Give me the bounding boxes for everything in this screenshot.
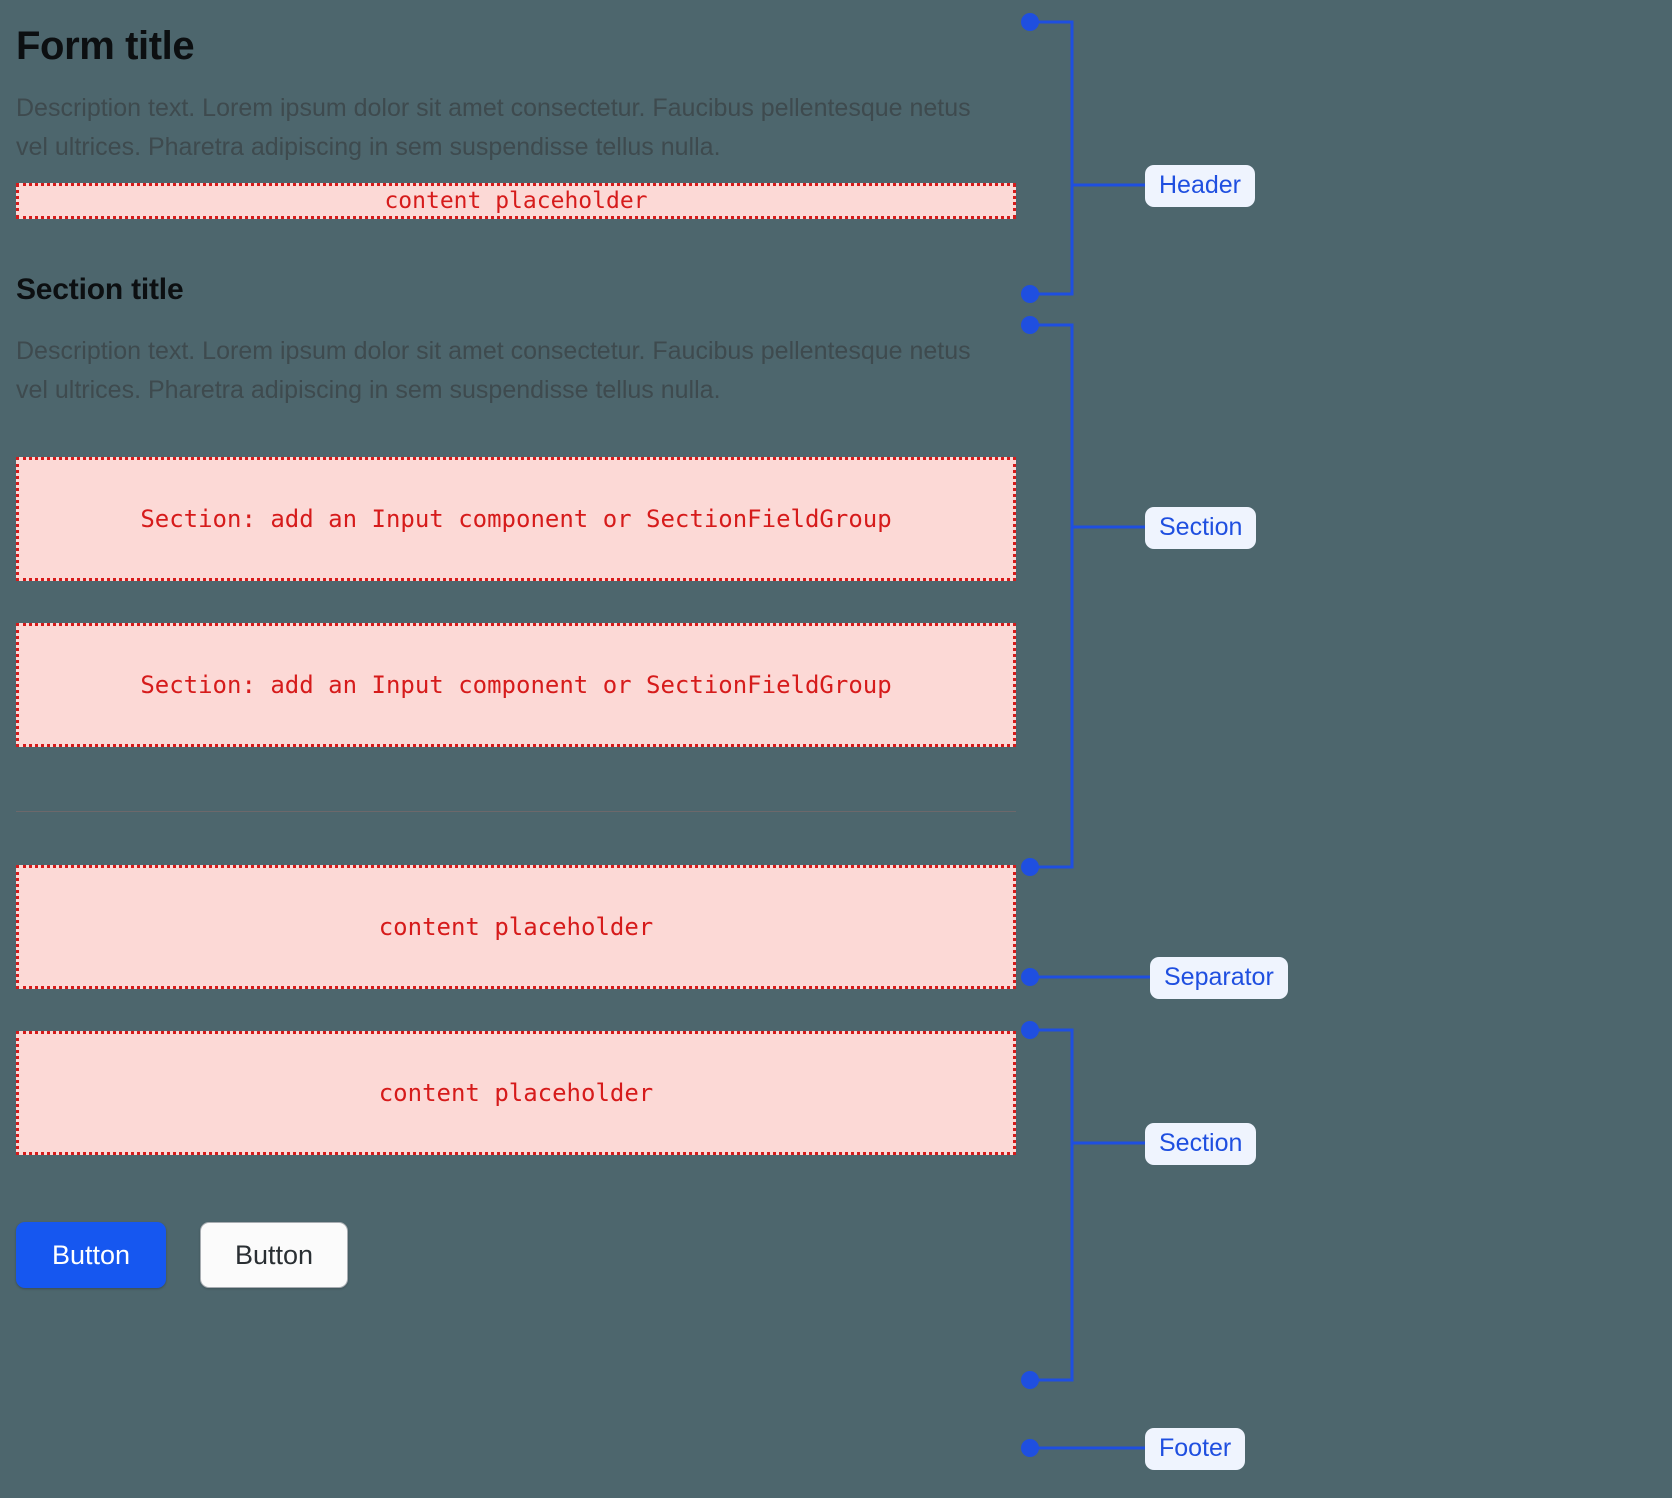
header-anchor-dot-top <box>1021 13 1039 31</box>
form-description: Description text. Lorem ipsum dolor sit … <box>16 94 971 161</box>
form-section-two: content placeholder content placeholder <box>16 865 1018 1155</box>
secondary-button[interactable]: Button <box>200 1222 348 1288</box>
form-separator <box>16 811 1016 812</box>
form-header-block: Form title Description text. Lorem ipsum… <box>16 0 1018 219</box>
annotation-badge-footer[interactable]: Footer <box>1145 1428 1246 1470</box>
section-one-field-placeholder-2: Section: add an Input component or Secti… <box>16 623 1016 747</box>
form-title: Form title <box>16 24 195 68</box>
section-one-anchor-dot-bottom <box>1021 858 1039 876</box>
annotation-badge-section-two[interactable]: Section <box>1145 1123 1257 1165</box>
header-bracket-path <box>1030 20 1074 296</box>
section-two-bracket-path <box>1030 1028 1074 1382</box>
form-section-one: Section title Description text. Lorem ip… <box>16 272 1018 747</box>
form-preview-column: Form title Description text. Lorem ipsum… <box>16 0 1018 1498</box>
section-one-anchor-dot-top <box>1021 316 1039 334</box>
separator-anchor-dot <box>1021 968 1039 986</box>
header-anchor-dot-bottom <box>1021 285 1039 303</box>
footer-anchor-dot <box>1021 1439 1039 1457</box>
annotation-badge-header[interactable]: Header <box>1145 165 1255 207</box>
section-one-title: Section title <box>16 273 184 306</box>
section-two-anchor-dot-top <box>1021 1021 1039 1039</box>
primary-button[interactable]: Button <box>16 1222 166 1288</box>
section-one-description: Description text. Lorem ipsum dolor sit … <box>16 337 971 404</box>
annotation-anchor-dots <box>1021 13 1039 1457</box>
section-one-field-placeholder-1: Section: add an Input component or Secti… <box>16 457 1016 581</box>
header-content-placeholder: content placeholder <box>16 183 1016 219</box>
annotation-badge-separator[interactable]: Separator <box>1150 957 1288 999</box>
annotation-badge-section-one[interactable]: Section <box>1145 507 1257 549</box>
section-two-content-placeholder-1: content placeholder <box>16 865 1016 989</box>
section-one-bracket-path <box>1030 323 1074 869</box>
section-two-anchor-dot-bottom <box>1021 1371 1039 1389</box>
form-footer: Button Button <box>16 1222 1018 1288</box>
section-two-content-placeholder-2: content placeholder <box>16 1031 1016 1155</box>
